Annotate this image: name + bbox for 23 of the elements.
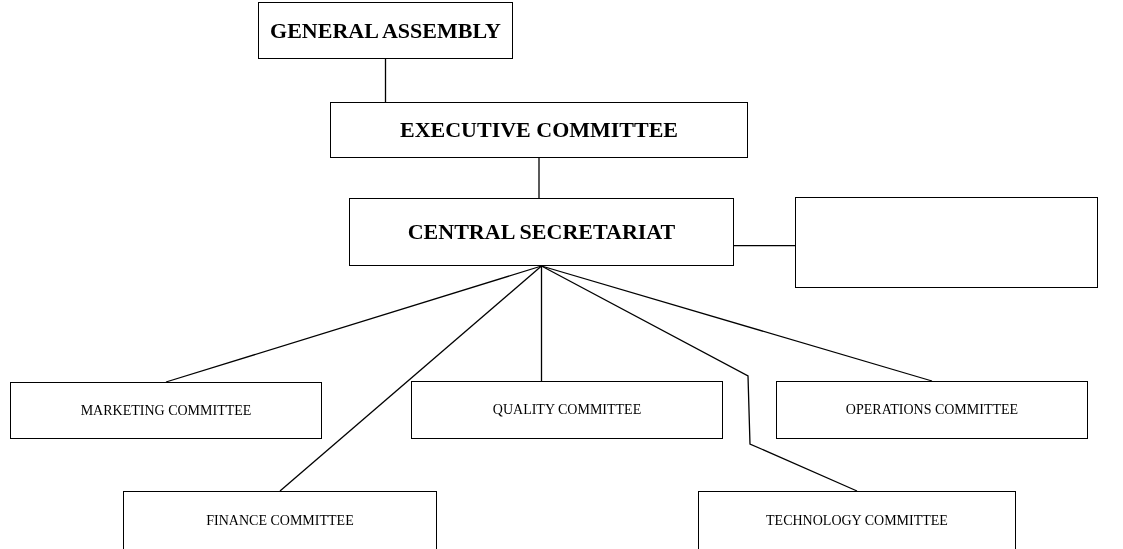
committee-box	[698, 491, 1016, 549]
secretariat-box	[349, 198, 734, 266]
title-box	[258, 2, 513, 59]
box-label: FINANCE COMMITTEE	[206, 513, 354, 529]
connector-line	[279, 265, 543, 492]
box-label: GENERAL ASSEMBLY	[270, 17, 501, 44]
box-label: MARKETING COMMITTEE	[80, 402, 252, 419]
committee-box	[330, 102, 748, 158]
box-label: QUALITY COMMITTEE	[492, 402, 642, 418]
box-label: OPERATIONS COMMITTEE	[845, 402, 1019, 418]
connector-line	[540, 265, 543, 382]
box-label: TECHNOLOGY COMMITTEE	[766, 513, 948, 529]
committee-box	[411, 381, 723, 439]
connector-line	[384, 58, 387, 103]
committee-box	[776, 381, 1088, 439]
committee-box	[10, 382, 322, 439]
committee-box	[123, 491, 437, 549]
box-label: CENTRAL SECRETARIAT	[407, 219, 676, 245]
connector-line	[733, 244, 796, 247]
empty-box	[795, 197, 1098, 288]
box-label: EXECUTIVE COMMITTEE	[399, 117, 679, 143]
connector-line	[540, 265, 858, 492]
connector-line	[538, 157, 540, 199]
